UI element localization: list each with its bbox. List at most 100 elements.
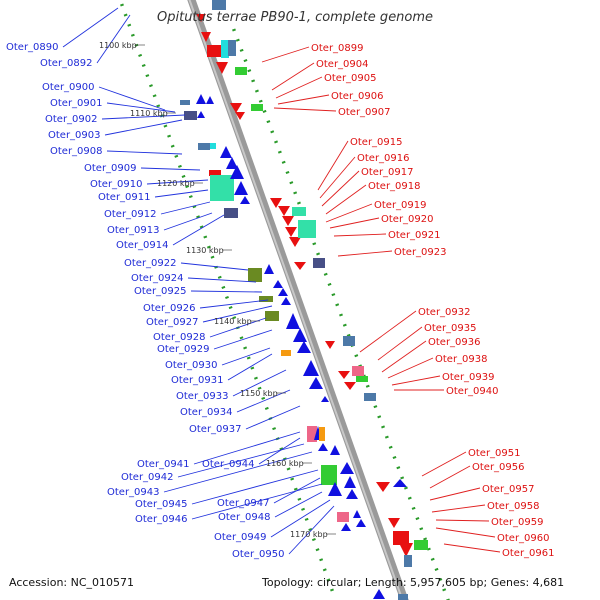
gene-reverse-arrow — [294, 262, 306, 270]
tick-mark — [225, 295, 229, 300]
tick-mark — [235, 38, 240, 42]
tick-mark — [423, 537, 428, 541]
tick-mark — [316, 252, 321, 256]
gene-label-right: Oter_0935 — [424, 323, 477, 334]
leader-line-left — [106, 150, 183, 155]
gene-feature — [319, 427, 325, 441]
tick-mark — [251, 79, 256, 83]
leader-line-right — [377, 326, 423, 361]
gene-forward-arrow — [346, 489, 358, 499]
tick-mark — [331, 293, 336, 297]
leader-line-left — [193, 431, 301, 465]
tick-mark — [311, 538, 316, 542]
leader-line-right — [421, 451, 467, 477]
gene-label-right: Oter_0899 — [311, 43, 364, 54]
leader-line-left — [258, 437, 301, 465]
gene-forward-arrow — [318, 443, 328, 451]
tick-mark — [145, 74, 150, 78]
tick-mark — [346, 333, 351, 337]
leader-line-left — [288, 505, 335, 555]
gene-reverse-arrow — [278, 206, 290, 216]
gene-label-right: Oter_0956 — [472, 462, 525, 473]
leader-line-left — [236, 389, 291, 413]
gene-forward-arrow — [278, 288, 288, 296]
gene-label-left: Oter_0922 — [124, 258, 177, 269]
gene-forward-arrow — [286, 313, 300, 329]
gene-label-right: Oter_0919 — [374, 200, 427, 211]
gene-feature — [228, 40, 236, 56]
genome-backbone — [187, 0, 409, 600]
gene-label-left: Oter_0911 — [98, 192, 151, 203]
leader-line-right — [429, 465, 471, 489]
tick-mark — [407, 496, 412, 500]
gene-feature — [364, 393, 376, 401]
tick-mark — [120, 3, 124, 7]
gene-feature — [281, 350, 291, 356]
leader-line-right — [429, 487, 481, 501]
gene-feature — [393, 531, 409, 545]
gene-label-left: Oter_0933 — [176, 391, 229, 402]
gene-label-left: Oter_0927 — [146, 317, 199, 328]
gene-label-left: Oter_0946 — [135, 514, 188, 525]
gene-label-right: Oter_0905 — [324, 73, 377, 84]
tick-mark — [297, 497, 302, 501]
leader-line-right — [435, 527, 496, 538]
scale-label: 1100 kbp — [99, 41, 137, 50]
gene-reverse-arrow — [285, 227, 297, 237]
gene-feature — [292, 207, 306, 216]
gene-label-left: Oter_0925 — [134, 286, 187, 297]
gene-label-right: Oter_0960 — [497, 533, 550, 544]
tick-mark — [277, 150, 282, 154]
gene-label-left: Oter_0945 — [135, 499, 188, 510]
gene-label-right: Oter_0923 — [394, 247, 447, 258]
gene-feature — [265, 311, 279, 321]
gene-forward-arrow — [230, 165, 244, 179]
gene-feature — [210, 175, 234, 201]
leader-line-right — [325, 184, 367, 215]
genome-backbone-highlight — [188, 0, 404, 600]
gene-feature — [313, 258, 325, 268]
tick-mark — [438, 578, 443, 582]
leader-line-left — [199, 299, 269, 309]
gene-label-right: Oter_0932 — [418, 307, 471, 318]
tick-mark — [206, 245, 211, 249]
gene-reverse-arrow — [344, 382, 356, 390]
leader-line-right — [435, 519, 490, 522]
scale-label: 1140 kbp — [214, 317, 252, 326]
tick-mark — [203, 235, 208, 239]
gene-label-right: Oter_0936 — [428, 337, 481, 348]
gene-label-left: Oter_0928 — [153, 332, 206, 343]
gene-feature — [321, 465, 337, 485]
tick-mark — [156, 104, 161, 108]
gene-label-right: Oter_0920 — [381, 214, 434, 225]
gene-label-left: Oter_0913 — [107, 225, 160, 236]
tick-mark — [262, 109, 267, 113]
tick-mark — [243, 346, 248, 350]
gene-feature — [248, 268, 262, 282]
gene-reverse-arrow — [216, 62, 228, 74]
gene-label-left: Oter_0902 — [45, 114, 98, 125]
gene-feature — [251, 104, 263, 111]
gene-forward-arrow — [321, 396, 329, 402]
tick-mark — [221, 285, 226, 289]
leader-line-left — [154, 189, 209, 198]
gene-label-right: Oter_0938 — [435, 354, 488, 365]
gene-reverse-arrow — [376, 482, 390, 492]
tick-mark — [322, 568, 327, 572]
gene-forward-arrow — [206, 96, 214, 104]
tick-mark — [177, 164, 182, 168]
tick-mark — [217, 275, 222, 279]
leader-line-right — [277, 94, 330, 105]
tick-mark — [254, 376, 258, 380]
gene-forward-arrow — [264, 264, 274, 274]
leader-line-left — [163, 212, 213, 231]
gene-reverse-arrow — [270, 198, 282, 208]
tick-mark — [327, 282, 332, 287]
scale-label: 1120 kbp — [157, 179, 195, 188]
tick-mark — [281, 160, 286, 164]
tick-mark — [308, 527, 313, 532]
gene-label-right: Oter_0915 — [350, 137, 403, 148]
gene-labels: Oter_0890Oter_0892Oter_0900Oter_0901Oter… — [6, 42, 555, 560]
gene-reverse-arrow — [388, 518, 400, 528]
